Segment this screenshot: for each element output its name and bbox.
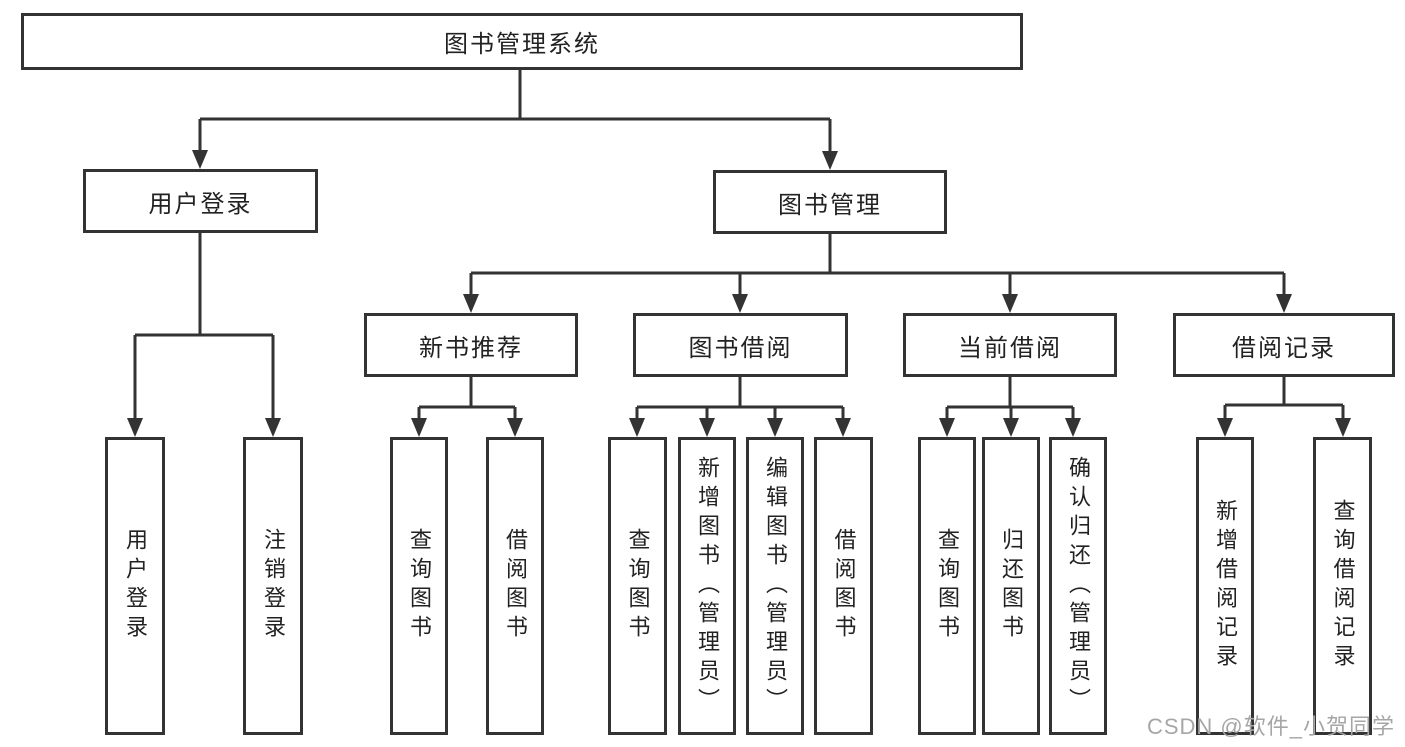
- leaf-confirm-return-admin: 确认归还（管理员）: [1049, 437, 1107, 735]
- leaf-user-login: 用户登录: [105, 437, 165, 735]
- leaf-query-books-recommend: 查询图书: [390, 437, 448, 735]
- node-borrow-records: 借阅记录: [1173, 313, 1395, 377]
- leaf-query-borrow-record: 查询借阅记录: [1313, 437, 1372, 735]
- leaf-query-books-borrow: 查询图书: [608, 437, 667, 735]
- leaf-logout: 注销登录: [243, 437, 303, 735]
- leaf-borrow-books-recommend: 借阅图书: [486, 437, 544, 735]
- leaf-add-books-admin: 新增图书（管理员）: [678, 437, 736, 735]
- leaf-return-books: 归还图书: [982, 437, 1040, 735]
- csdn-watermark: CSDN @软件_小贺同学: [1146, 714, 1395, 739]
- node-book-borrow: 图书借阅: [633, 313, 848, 377]
- leaf-add-borrow-record: 新增借阅记录: [1196, 437, 1254, 735]
- leaf-edit-books-admin: 编辑图书（管理员）: [746, 437, 804, 735]
- node-new-book-recommend: 新书推荐: [364, 313, 578, 377]
- node-book-management: 图书管理: [713, 170, 947, 234]
- leaf-borrow-books: 借阅图书: [814, 437, 873, 735]
- node-user-login: 用户登录: [83, 169, 318, 233]
- leaf-query-books-current: 查询图书: [918, 437, 976, 735]
- node-current-borrow: 当前借阅: [903, 313, 1117, 377]
- node-library-management-system: 图书管理系统: [21, 13, 1023, 70]
